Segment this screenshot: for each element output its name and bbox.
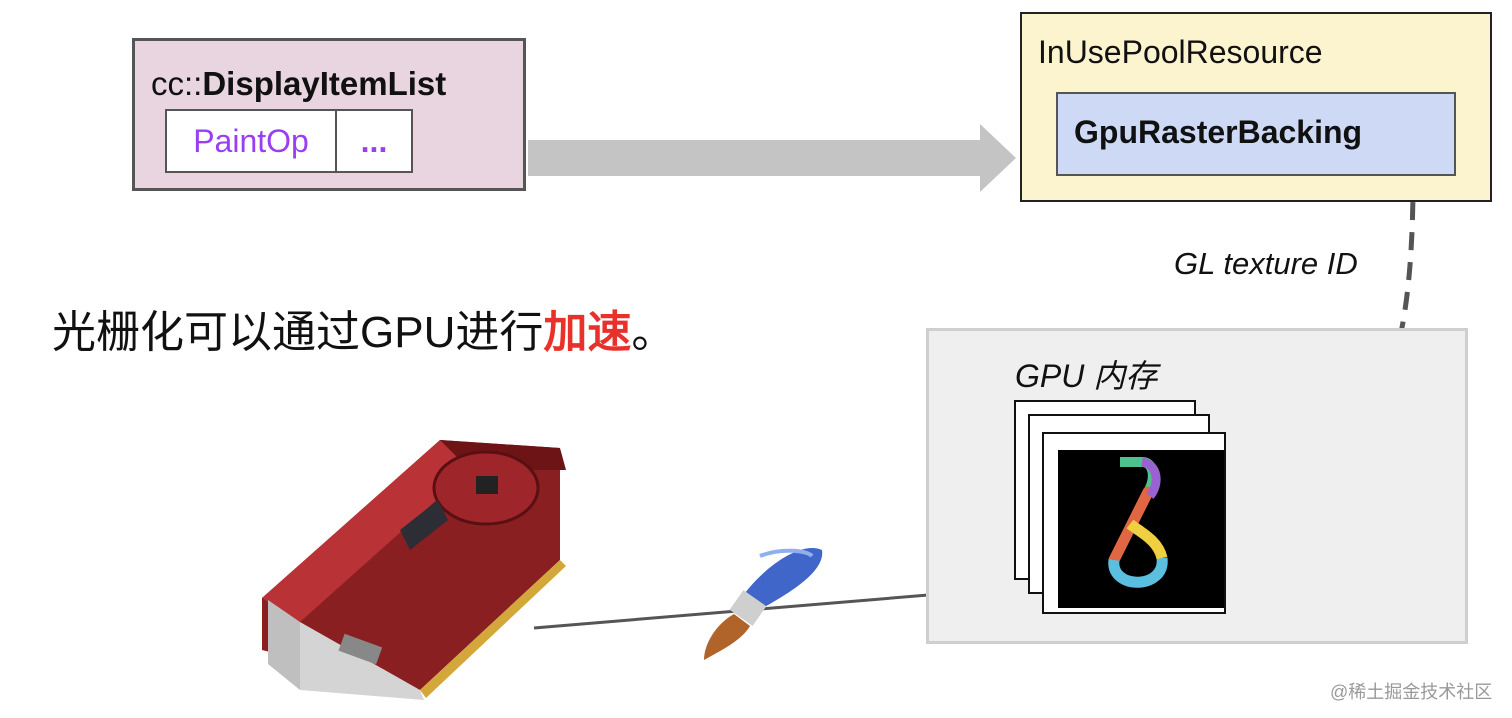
watermark: @稀土掘金技术社区: [1330, 682, 1493, 702]
paintop-cell: PaintOp: [165, 109, 337, 173]
class-name: DisplayItemList: [202, 65, 447, 102]
display-item-list-box: cc::DisplayItemList PaintOp ...: [132, 38, 526, 191]
gl-texture-label: GL texture ID: [1174, 246, 1358, 281]
pool-title: InUsePoolResource: [1038, 34, 1323, 70]
caption: 光栅化可以通过GPU进行加速。: [52, 296, 675, 360]
display-item-list-title: cc::DisplayItemList: [151, 65, 446, 103]
caption-period: 。: [631, 308, 676, 357]
texture-card-front: [1042, 432, 1226, 614]
more-cell: ...: [335, 109, 413, 173]
gpu-memory-label: GPU 内存: [1015, 358, 1158, 394]
gpu-raster-backing-box: GpuRasterBacking: [1056, 92, 1456, 176]
caption-highlight: 加速: [543, 308, 632, 357]
caption-text: 光栅化可以通过GPU进行: [52, 308, 544, 357]
backing-label: GpuRasterBacking: [1074, 114, 1363, 150]
skia-logo-icon: [1058, 450, 1224, 608]
raster-arrow: [528, 124, 1016, 192]
in-use-pool-resource-box: InUsePoolResource GpuRasterBacking: [1020, 12, 1492, 202]
namespace-prefix: cc::: [151, 65, 203, 102]
